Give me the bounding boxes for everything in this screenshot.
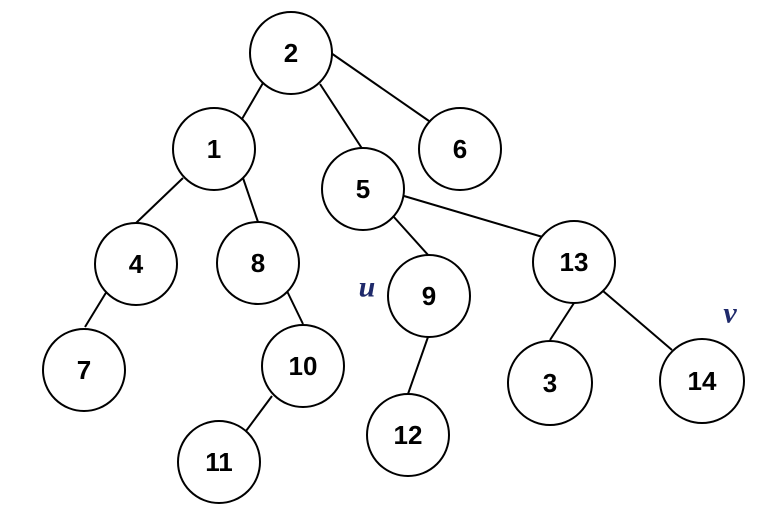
node-circle	[418, 107, 502, 191]
node-label: 12	[394, 420, 423, 450]
node-circle	[177, 420, 261, 504]
node-label: 11	[205, 447, 233, 477]
edge-1-8	[242, 177, 259, 223]
tree-node-7: 7	[42, 328, 126, 412]
edge-4-7	[84, 290, 108, 328]
edge-13-3	[549, 302, 575, 341]
edge-8-10	[285, 288, 304, 325]
edge-5-13	[403, 195, 547, 239]
tree-node-4: 4	[94, 222, 178, 306]
tree-edges	[84, 52, 673, 432]
node-label: 13	[560, 247, 589, 277]
node-circle	[42, 328, 126, 412]
node-circle	[94, 222, 178, 306]
tree-node-10: 10	[261, 324, 345, 408]
tree-node-2: 2	[249, 11, 333, 95]
tree-node-1: 1	[172, 107, 256, 191]
node-circle	[387, 254, 471, 338]
node-label: 5	[356, 174, 370, 204]
tree-node-11: 11	[177, 420, 261, 504]
node-circle	[172, 107, 256, 191]
edge-9-12	[407, 336, 429, 395]
tree-node-5: 5	[321, 147, 405, 231]
node-circle	[532, 220, 616, 304]
node-label: 10	[289, 351, 318, 381]
edge-1-4	[135, 177, 184, 224]
node-circle	[216, 221, 300, 305]
node-label: 8	[251, 248, 265, 278]
edge-2-6	[330, 52, 430, 122]
node-circle	[507, 340, 593, 426]
node-label: 1	[207, 134, 221, 164]
edge-13-14	[602, 290, 673, 351]
node-label: 9	[422, 281, 436, 311]
node-circle	[249, 11, 333, 95]
node-circle	[659, 338, 745, 424]
node-circle	[321, 147, 405, 231]
edge-2-1	[241, 82, 264, 120]
node-label: 2	[284, 38, 298, 68]
node-label: 6	[453, 134, 467, 164]
marker-u: u	[359, 271, 376, 304]
node-circle	[366, 393, 450, 477]
tree-node-3: 3	[507, 340, 593, 426]
tree-node-9: 9	[387, 254, 471, 338]
node-label: 4	[129, 249, 144, 279]
tree-node-8: 8	[216, 221, 300, 305]
edge-10-11	[245, 395, 273, 432]
tree-node-13: 13	[532, 220, 616, 304]
tree-node-14: 14	[659, 338, 745, 424]
tree-node-6: 6	[418, 107, 502, 191]
node-circle	[261, 324, 345, 408]
tree-node-12: 12	[366, 393, 450, 477]
edge-5-9	[392, 215, 430, 257]
node-label: 7	[77, 355, 91, 385]
marker-v: v	[723, 297, 737, 330]
edge-2-5	[319, 83, 364, 151]
node-label: 14	[688, 366, 717, 396]
node-label: 3	[543, 368, 557, 398]
